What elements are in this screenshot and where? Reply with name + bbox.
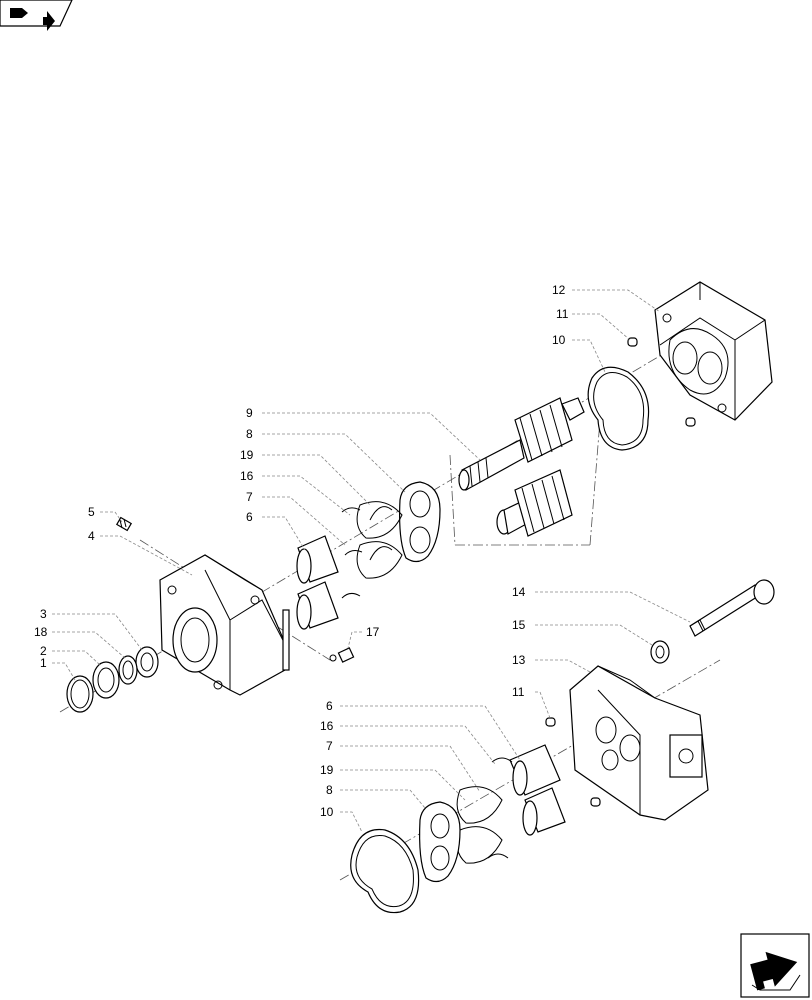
through-bolt [689, 579, 775, 637]
callout-11: 11 [556, 307, 569, 321]
shaft-seal-ring-3 [135, 646, 159, 678]
callout-7-lower: 7 [326, 739, 333, 753]
front-flange-housing [159, 554, 290, 696]
callout-6-lower: 6 [326, 699, 333, 713]
callout-9: 9 [246, 406, 253, 420]
callout-19-lower: 19 [320, 763, 334, 777]
callout-3: 3 [40, 607, 47, 621]
callout-13: 13 [512, 653, 526, 667]
callout-7: 7 [246, 490, 253, 504]
callout-11-lower: 11 [512, 685, 525, 699]
callout-5: 5 [88, 505, 95, 519]
leader-lines [52, 289, 691, 833]
seal-set-upper [341, 501, 403, 599]
callout-labels: 12 11 10 9 8 19 16 7 6 5 4 3 18 2 1 17 1… [34, 283, 569, 819]
folder-nav-button[interactable] [0, 0, 73, 37]
plug-17 [329, 647, 355, 663]
bushings-lower [509, 744, 566, 836]
callout-17: 17 [366, 625, 380, 639]
callout-16-lower: 16 [320, 719, 334, 733]
seal-set-lower [456, 757, 513, 864]
callout-10: 10 [552, 333, 566, 347]
callout-8-lower: 8 [326, 783, 333, 797]
rear-housing [654, 281, 773, 421]
front-cover-13 [569, 665, 709, 821]
ring-1 [66, 675, 94, 713]
callout-16: 16 [240, 469, 254, 483]
callout-6: 6 [246, 510, 253, 524]
dowel-pins [545, 337, 696, 807]
housing-seal-upper [587, 366, 650, 451]
vent-screw [115, 516, 133, 532]
callout-2: 2 [40, 644, 47, 658]
next-arrow-icon [750, 951, 801, 991]
bushing-plate-upper [399, 481, 441, 563]
drive-shaft-gear [458, 397, 585, 491]
bushings-upper [296, 535, 339, 630]
callout-4: 4 [88, 529, 95, 543]
callout-14: 14 [512, 585, 526, 599]
next-page-button[interactable] [740, 933, 810, 998]
callout-12: 12 [552, 283, 566, 297]
housing-seal-lower [350, 828, 420, 914]
callout-8: 8 [246, 427, 253, 441]
bushing-plate-lower [419, 801, 461, 883]
washer-15 [650, 640, 670, 664]
callout-10-lower: 10 [320, 805, 334, 819]
callout-18: 18 [34, 625, 48, 639]
callout-19: 19 [240, 448, 254, 462]
snap-ring-18 [118, 655, 138, 685]
seal-2 [92, 661, 120, 699]
folder-arrow-icon [10, 8, 55, 37]
driven-gear [496, 469, 573, 537]
callout-1: 1 [40, 656, 47, 670]
callout-15: 15 [512, 618, 526, 632]
